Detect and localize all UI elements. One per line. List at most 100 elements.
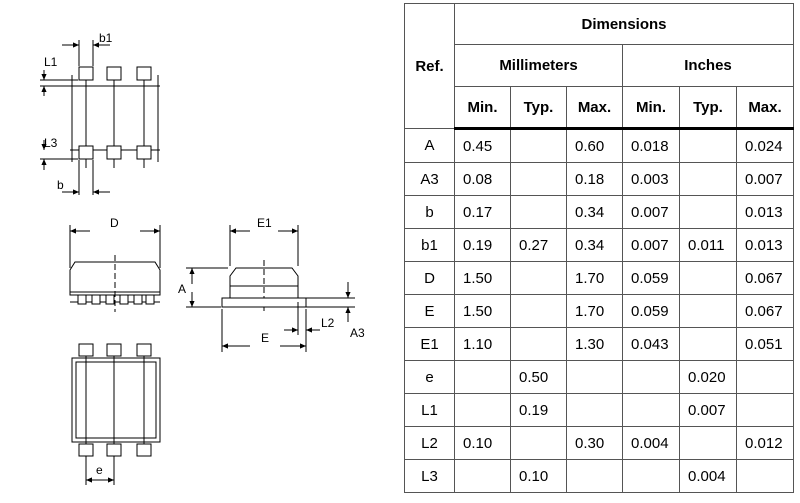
end-view: [186, 225, 355, 352]
bottom-view: [71, 343, 161, 485]
value-cell: [510, 294, 567, 328]
dimensions-table: Ref. Dimensions Millimeters Inches Min. …: [404, 3, 794, 493]
value-cell: [510, 195, 567, 229]
ref-cell: b: [404, 195, 455, 229]
col-header: Min.: [454, 86, 511, 130]
millimeters-header: Millimeters: [454, 44, 623, 87]
value-cell: 0.19: [510, 393, 567, 427]
ref-cell: A3: [404, 162, 455, 196]
value-cell: 0.19: [454, 228, 511, 262]
value-cell: 1.30: [566, 327, 623, 361]
value-cell: [679, 195, 737, 229]
ref-cell: E: [404, 294, 455, 328]
inches-header: Inches: [622, 44, 794, 87]
value-cell: 0.18: [566, 162, 623, 196]
label-d: D: [110, 216, 119, 230]
value-cell: [510, 162, 567, 196]
value-cell: [736, 459, 794, 493]
value-cell: 0.34: [566, 228, 623, 262]
col-header: Max.: [566, 86, 623, 130]
label-l2: L2: [321, 316, 335, 330]
ref-cell: L3: [404, 459, 455, 493]
value-cell: [566, 393, 623, 427]
value-cell: 0.013: [736, 195, 794, 229]
col-header: Min.: [622, 86, 680, 130]
value-cell: [454, 393, 511, 427]
value-cell: [679, 162, 737, 196]
label-l3: L3: [44, 136, 58, 150]
table-row: L3 0.10 0.004: [404, 459, 794, 493]
value-cell: 0.003: [622, 162, 680, 196]
top-lead-pattern: [40, 40, 160, 195]
value-cell: 0.059: [622, 294, 680, 328]
ref-cell: b1: [404, 228, 455, 262]
ref-cell: L1: [404, 393, 455, 427]
value-cell: 0.007: [679, 393, 737, 427]
value-cell: [510, 128, 567, 163]
value-cell: 0.011: [679, 228, 737, 262]
label-a: A: [178, 282, 186, 296]
ref-header: Ref.: [404, 3, 455, 129]
col-header: Typ.: [679, 86, 737, 130]
table-row: L1 0.19 0.007: [404, 393, 794, 427]
ref-cell: e: [404, 360, 455, 394]
value-cell: 1.10: [454, 327, 511, 361]
value-cell: 0.10: [510, 459, 567, 493]
value-cell: 0.30: [566, 426, 623, 460]
value-cell: 1.50: [454, 294, 511, 328]
value-cell: [679, 327, 737, 361]
value-cell: 0.043: [622, 327, 680, 361]
label-e1: E1: [257, 216, 272, 230]
value-cell: [454, 459, 511, 493]
label-e: E: [261, 331, 269, 345]
label-b: b: [57, 178, 64, 192]
value-cell: 0.020: [679, 360, 737, 394]
value-cell: [679, 261, 737, 295]
value-cell: 0.007: [622, 228, 680, 262]
value-cell: 0.007: [622, 195, 680, 229]
value-cell: 0.08: [454, 162, 511, 196]
package-outline-drawing: b1 L1 L3 b D E1 A E L2 A3 e: [40, 31, 365, 485]
value-cell: 1.70: [566, 261, 623, 295]
value-cell: [510, 426, 567, 460]
value-cell: 0.067: [736, 294, 794, 328]
value-cell: [736, 393, 794, 427]
value-cell: 0.27: [510, 228, 567, 262]
value-cell: [622, 393, 680, 427]
label-pitch-e: e: [96, 463, 103, 477]
value-cell: 0.024: [736, 128, 794, 163]
value-cell: [736, 360, 794, 394]
value-cell: 0.004: [679, 459, 737, 493]
value-cell: [679, 294, 737, 328]
value-cell: [566, 360, 623, 394]
value-cell: [510, 327, 567, 361]
ref-cell: L2: [404, 426, 455, 460]
value-cell: [679, 128, 737, 163]
value-cell: [679, 426, 737, 460]
value-cell: 0.10: [454, 426, 511, 460]
value-cell: 0.067: [736, 261, 794, 295]
value-cell: [510, 261, 567, 295]
dimensions-header: Dimensions: [454, 3, 794, 45]
ref-cell: E1: [404, 327, 455, 361]
value-cell: 0.059: [622, 261, 680, 295]
value-cell: 1.70: [566, 294, 623, 328]
col-header: Typ.: [510, 86, 567, 130]
value-cell: [622, 459, 680, 493]
ref-cell: D: [404, 261, 455, 295]
value-cell: 0.051: [736, 327, 794, 361]
value-cell: 0.018: [622, 128, 680, 163]
value-cell: 0.012: [736, 426, 794, 460]
value-cell: 0.17: [454, 195, 511, 229]
value-cell: 0.45: [454, 128, 511, 163]
